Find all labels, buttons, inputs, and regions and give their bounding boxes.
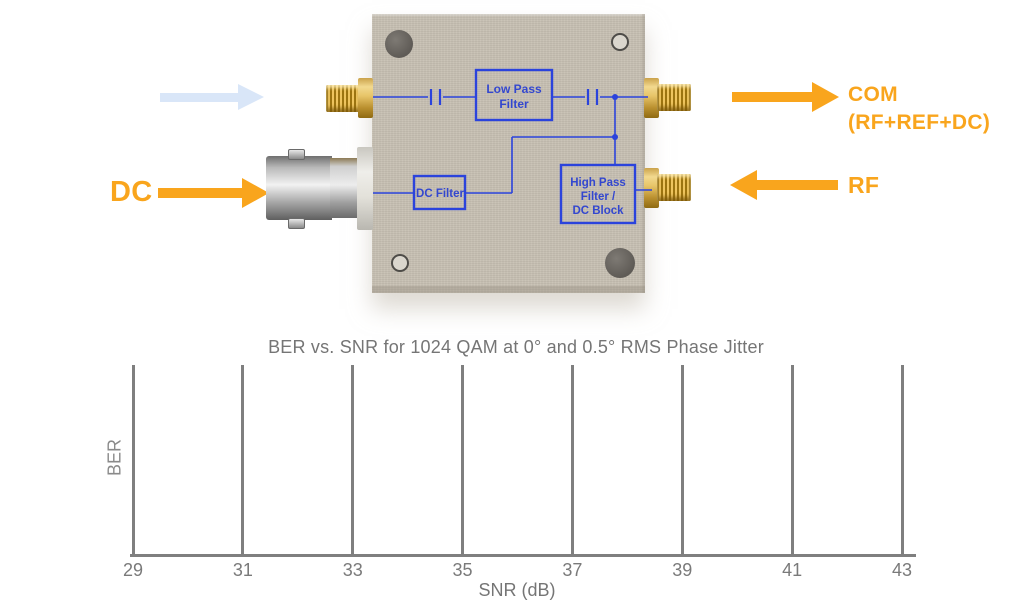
sma-flange-rf [644,168,659,208]
screw-bottom-right-icon [605,248,635,278]
dc-arrow-head-icon [242,178,269,208]
junction-dot-icon [612,134,618,140]
gridline [790,365,794,555]
gridline [241,365,245,555]
ref-arrow-faded-shaft [160,93,238,102]
lpf-label-line2: Filter [499,97,529,111]
gridline [461,365,465,555]
bnc-connector-dc [266,156,332,220]
gridline [570,365,574,555]
x-tick-label: 39 [672,560,693,580]
rf-port-label: RF [848,172,880,198]
y-axis-label: BER [104,439,125,477]
bnc-lug-top-icon [288,149,305,160]
circuit-diagram: Low Pass Filter DC Filter High Pass Filt… [373,68,652,225]
x-axis-line [130,554,916,557]
bnc-flange [357,147,373,230]
gridline [680,365,684,555]
com-port-label: COM [848,83,898,106]
x-tick-label: 31 [232,560,253,580]
junction-dot-icon [612,94,618,100]
sma-flange-com [644,78,659,118]
dc-arrow-shaft [158,188,242,198]
com-arrow-head-icon [812,82,839,112]
com-arrow-shaft [732,92,812,102]
x-tick-label: 35 [452,560,473,580]
sma-connector-com [657,84,691,111]
screw-bottom-left-icon [391,254,409,272]
dc-filter-label: DC Filter [416,188,464,200]
gridline [351,365,355,555]
bnc-ring [330,158,358,218]
screw-top-right-icon [611,33,629,51]
x-tick-label: 43 [891,560,913,580]
x-axis-label: SNR (dB) [478,580,556,600]
high-pass-filter-block [559,163,637,225]
sma-connector-ref [326,85,360,112]
rf-arrow-head-icon [730,170,757,200]
low-pass-filter-block [474,68,554,122]
lpf-label-line1: Low Pass [486,82,542,96]
sma-connector-rf [657,174,691,201]
dc-filter-block [412,174,467,211]
x-tick-label: 37 [562,560,583,580]
dc-port-label: DC [110,176,153,208]
x-tick-label: 29 [122,560,144,580]
sma-flange-ref [358,78,373,118]
chart-title: BER vs. SNR for 1024 QAM at 0° and 0.5° … [268,337,764,357]
hpf-label-line1: High Pass [570,177,626,189]
device-chassis [372,14,645,293]
ref-arrow-faded-head-icon [238,84,264,110]
x-tick-label: 41 [782,560,803,580]
gridline [131,365,135,555]
hpf-label-line3: DC Block [572,205,624,217]
bnc-lug-bottom-icon [288,218,305,229]
hpf-label-line2: Filter / [581,191,616,203]
gridline [900,365,904,555]
com-port-sublabel: (RF+REF+DC) [848,111,991,134]
x-tick-label: 33 [342,560,363,580]
screw-top-left-icon [385,30,413,58]
rf-arrow-shaft [757,180,838,190]
